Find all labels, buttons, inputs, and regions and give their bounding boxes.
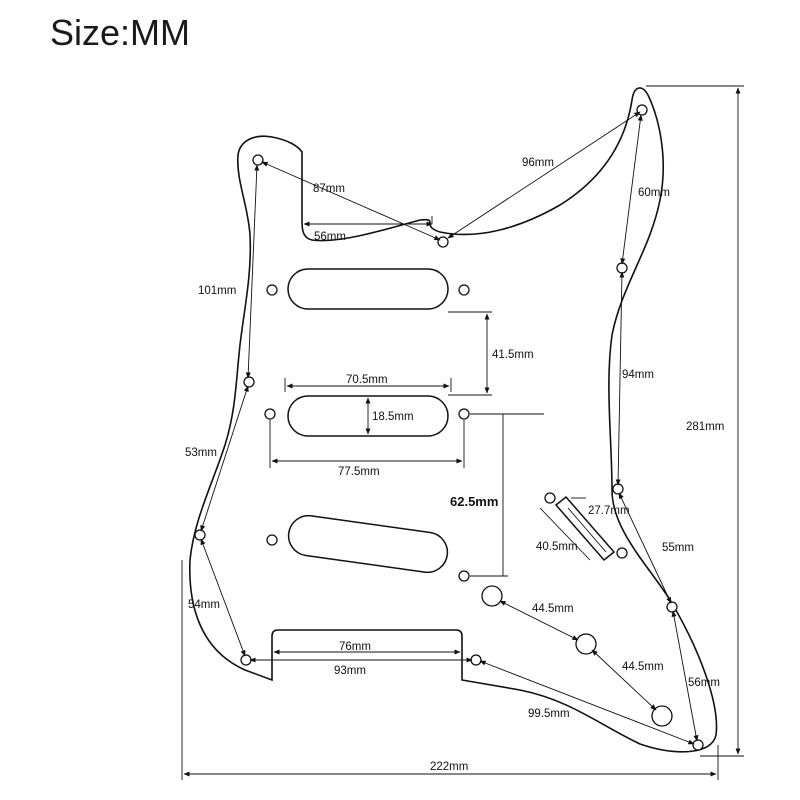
mount-hole [470, 654, 482, 666]
tone-pot-hole [575, 633, 597, 655]
dim-label-87: 87mm [313, 183, 345, 195]
switch-screw-hole [544, 492, 556, 504]
switch-slot [554, 495, 616, 562]
dim-label-18-5: 18.5mm [372, 411, 414, 423]
dim-label-62-5: 62.5mm [450, 494, 498, 509]
dim-label-41-5: 41.5mm [492, 349, 534, 361]
dim-label-56-top: 56mm [314, 231, 346, 243]
dim-label-40-5: 40.5mm [536, 541, 578, 553]
dim-label-76: 76mm [339, 641, 371, 653]
mount-hole [612, 483, 624, 495]
diagram-title: Size:MM [50, 12, 191, 53]
dim-label-94: 94mm [622, 369, 654, 381]
dim-label-101: 101mm [198, 285, 236, 297]
dim-label-44-5-a: 44.5mm [532, 603, 574, 615]
dimension-lines [181, 85, 744, 780]
dim-label-93: 93mm [334, 665, 366, 677]
dim-label-55: 55mm [662, 542, 694, 554]
pickup-screw-hole [458, 408, 470, 420]
mount-hole [666, 601, 678, 613]
dim-label-281: 281mm [686, 421, 724, 433]
mount-hole [252, 154, 264, 166]
switch-screw-hole [616, 547, 628, 559]
dim-label-222: 222mm [430, 761, 468, 773]
pickup-screw-hole [266, 534, 278, 546]
middle-pickup-cutout [287, 395, 449, 437]
mount-hole [194, 529, 206, 541]
dim-label-54: 54mm [188, 599, 220, 611]
neck-pickup-cutout [287, 268, 449, 310]
dim-label-56-bottom: 56mm [688, 677, 720, 689]
pickup-screw-hole [264, 408, 276, 420]
bridge-pickup-cutout [287, 514, 449, 574]
pickup-screw-hole [458, 284, 470, 296]
dim-label-27-7: 27.7mm [588, 505, 630, 517]
dim-label-96: 96mm [522, 157, 554, 169]
mount-hole [240, 654, 252, 666]
mount-hole [243, 376, 255, 388]
dim-label-77-5: 77.5mm [338, 466, 380, 478]
switch-slot-center-line [567, 507, 607, 553]
volume-pot-hole [481, 585, 503, 607]
dim-label-60: 60mm [638, 187, 670, 199]
dim-label-44-5-b: 44.5mm [622, 661, 664, 673]
pickup-screw-hole [266, 284, 278, 296]
dim-label-70-5: 70.5mm [346, 374, 388, 386]
mount-hole [616, 262, 628, 274]
dim-label-53: 53mm [185, 447, 217, 459]
mounting-screw-holes [194, 104, 704, 751]
mount-hole [437, 236, 449, 248]
dim-label-99-5: 99.5mm [528, 708, 570, 720]
pickup-screw-hole [458, 570, 470, 582]
mount-hole [692, 739, 704, 751]
